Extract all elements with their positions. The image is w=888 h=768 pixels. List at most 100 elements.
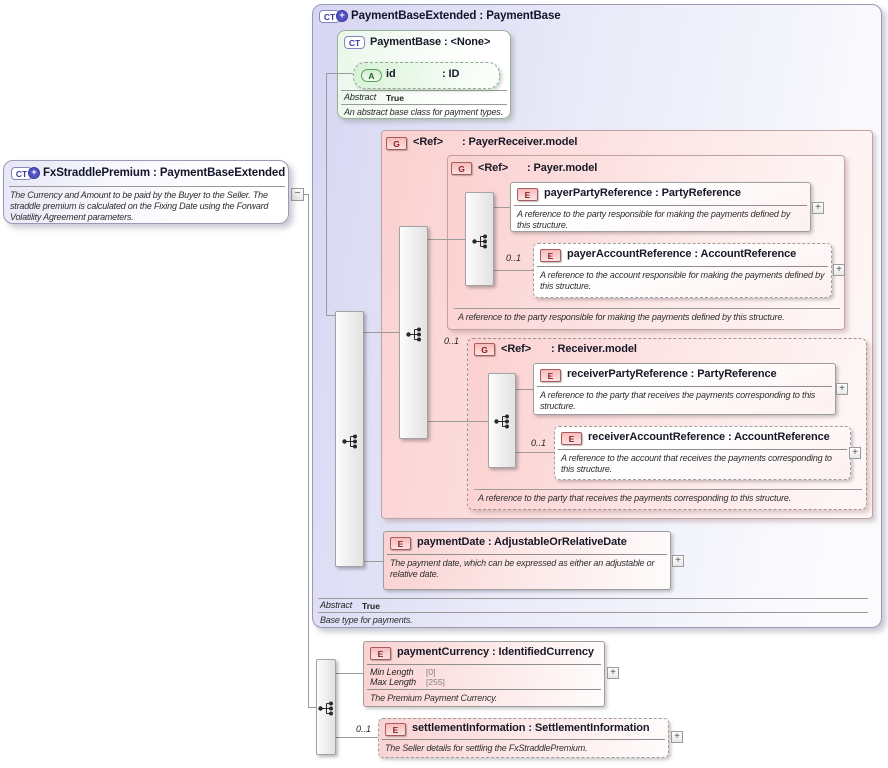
sequence-compositor-bar[interactable] bbox=[335, 311, 364, 567]
connector-line bbox=[308, 707, 316, 708]
facet-label: Min Length bbox=[370, 667, 414, 677]
collapse-button[interactable]: − bbox=[291, 188, 304, 201]
sequence-icon bbox=[318, 701, 333, 716]
element-icon: E bbox=[385, 723, 406, 736]
complextype-footer-description: Base type for payments. bbox=[320, 615, 413, 625]
extension-plus-icon: + bbox=[336, 10, 348, 22]
extension-plus-icon: + bbox=[28, 167, 40, 179]
complextype-box-FxStraddlePremium[interactable]: CT + FxStraddlePremium : PaymentBaseExte… bbox=[3, 160, 289, 224]
connector-line bbox=[428, 421, 488, 422]
expand-button[interactable]: + bbox=[607, 667, 619, 679]
element-description: A reference to the party responsible for… bbox=[517, 209, 791, 230]
expand-button[interactable]: + bbox=[812, 202, 824, 214]
element-box-settlementInformation[interactable]: E settlementInformation : SettlementInfo… bbox=[378, 718, 669, 758]
group-ref: <Ref> bbox=[413, 136, 444, 148]
facet-label: Max Length bbox=[370, 677, 417, 687]
element-title: receiverPartyReference : PartyReference bbox=[567, 368, 777, 380]
attribute-type: : ID bbox=[442, 68, 460, 80]
divider bbox=[341, 104, 507, 105]
connector-line bbox=[494, 207, 510, 208]
expand-button[interactable]: + bbox=[671, 731, 683, 743]
connector-line bbox=[326, 73, 327, 316]
cardinality-label: 0..1 bbox=[356, 724, 372, 734]
complextype-icon: CT bbox=[344, 36, 365, 49]
connector-line bbox=[516, 452, 554, 453]
connector-line bbox=[303, 194, 309, 195]
element-box-payerAccountReference[interactable]: E payerAccountReference : AccountReferen… bbox=[533, 243, 832, 298]
element-title: receiverAccountReference : AccountRefere… bbox=[588, 431, 830, 443]
sequence-compositor-bar[interactable] bbox=[465, 192, 494, 286]
base-type-description: An abstract base class for payment types… bbox=[344, 107, 503, 117]
group-type: : Payer.model bbox=[527, 162, 598, 174]
element-description: A reference to the party that receives t… bbox=[540, 390, 816, 411]
group-type: : Receiver.model bbox=[551, 343, 637, 355]
sequence-compositor-bar[interactable] bbox=[399, 226, 428, 439]
expand-button[interactable]: + bbox=[836, 383, 848, 395]
attribute-capsule-id[interactable]: A id : ID bbox=[353, 62, 500, 89]
facet-value: [0] bbox=[426, 667, 436, 677]
divider bbox=[318, 598, 868, 599]
group-type: : PayerReceiver.model bbox=[462, 136, 578, 148]
element-description: The Seller details for settling the FxSt… bbox=[385, 743, 588, 753]
element-icon: E bbox=[540, 249, 561, 262]
element-description: A reference to the account responsible f… bbox=[540, 270, 825, 291]
element-title: paymentCurrency : IdentifiedCurrency bbox=[397, 646, 594, 658]
attribute-name: id bbox=[386, 68, 396, 80]
element-title: payerAccountReference : AccountReference bbox=[567, 248, 797, 260]
abstract-value: True bbox=[386, 93, 404, 103]
divider bbox=[9, 186, 285, 187]
cardinality-label: 0..1 bbox=[531, 438, 547, 448]
divider bbox=[474, 489, 862, 490]
abstract-value: True bbox=[362, 601, 380, 611]
element-description: The Premium Payment Currency. bbox=[370, 693, 498, 703]
attribute-icon: A bbox=[361, 69, 382, 82]
facet-row: Min Length [0] bbox=[370, 667, 598, 677]
group-icon: G bbox=[451, 162, 472, 175]
expand-button[interactable]: + bbox=[849, 447, 861, 459]
connector-line bbox=[494, 270, 533, 271]
connector-line bbox=[428, 239, 465, 240]
element-icon: E bbox=[540, 369, 561, 382]
group-ref: <Ref> bbox=[501, 343, 532, 355]
sequence-compositor-bar[interactable] bbox=[488, 373, 516, 468]
complextype-title: FxStraddlePremium : PaymentBaseExtended bbox=[43, 167, 286, 179]
expand-button[interactable]: + bbox=[833, 264, 845, 276]
base-type-title: PaymentBase : <None> bbox=[370, 36, 491, 48]
sequence-icon bbox=[405, 327, 421, 342]
cardinality-label: 0..1 bbox=[444, 336, 460, 346]
element-icon: E bbox=[517, 188, 538, 201]
facet-row: Max Length [255] bbox=[370, 677, 598, 687]
complextype-description: The Currency and Amount to be paid by th… bbox=[10, 190, 269, 222]
sequence-compositor-bar[interactable] bbox=[316, 659, 336, 755]
expand-button[interactable]: + bbox=[672, 555, 684, 567]
connector-line bbox=[326, 73, 353, 74]
element-box-paymentCurrency[interactable]: E paymentCurrency : IdentifiedCurrency M… bbox=[363, 641, 605, 707]
element-title: settlementInformation : SettlementInform… bbox=[412, 722, 650, 734]
element-title: paymentDate : AdjustableOrRelativeDate bbox=[417, 536, 627, 548]
connector-line bbox=[336, 737, 378, 738]
divider bbox=[318, 612, 868, 613]
sequence-icon bbox=[471, 234, 487, 249]
element-description: A reference to the account that receives… bbox=[561, 453, 832, 474]
element-box-paymentDate[interactable]: E paymentDate : AdjustableOrRelativeDate… bbox=[383, 531, 671, 590]
connector-line bbox=[308, 194, 309, 707]
group-footer-description: A reference to the party responsible for… bbox=[458, 312, 785, 322]
abstract-label: Abstract bbox=[344, 92, 377, 102]
divider bbox=[341, 90, 507, 91]
sequence-icon bbox=[341, 434, 357, 449]
element-box-payerPartyReference[interactable]: E payerPartyReference : PartyReference A… bbox=[510, 182, 811, 232]
cardinality-label: 0..1 bbox=[506, 253, 522, 263]
connector-line bbox=[364, 561, 383, 562]
element-box-receiverAccountReference[interactable]: E receiverAccountReference : AccountRefe… bbox=[554, 426, 851, 480]
connector-line bbox=[516, 389, 533, 390]
connector-line bbox=[364, 332, 399, 333]
connector-line bbox=[326, 315, 336, 316]
group-icon: G bbox=[474, 343, 495, 356]
connector-line bbox=[336, 673, 363, 674]
group-ref: <Ref> bbox=[478, 162, 509, 174]
element-description: The payment date, which can be expressed… bbox=[390, 558, 655, 579]
element-box-receiverPartyReference[interactable]: E receiverPartyReference : PartyReferenc… bbox=[533, 363, 836, 415]
group-icon: G bbox=[386, 137, 407, 150]
element-icon: E bbox=[561, 432, 582, 445]
